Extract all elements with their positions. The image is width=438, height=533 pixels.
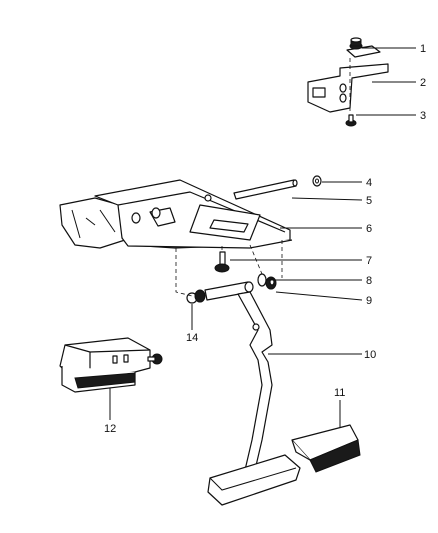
- part-11-pedal-pad: [291, 424, 361, 473]
- callout-4: 4: [366, 177, 372, 189]
- callout-2: 2: [420, 77, 426, 89]
- callout-8: 8: [366, 275, 372, 287]
- part-14-bushing: [186, 289, 206, 304]
- callout-14: 14: [186, 332, 198, 344]
- callout-9: 9: [366, 295, 372, 307]
- callout-5: 5: [366, 195, 372, 207]
- part-1-nut: [346, 37, 381, 58]
- part-4-clip: [312, 175, 322, 187]
- callout-7: 7: [366, 255, 372, 267]
- part-3-screw: [345, 114, 357, 127]
- part-2-bracket: [307, 58, 389, 113]
- callout-6: 6: [366, 223, 372, 235]
- callout-1: 1: [420, 43, 426, 55]
- part-12-switch-module: [59, 337, 163, 393]
- part-8-washer: [257, 273, 267, 287]
- part-5-pivot-rod: [233, 179, 298, 200]
- part-10-brake-pedal: [204, 281, 301, 506]
- part-9-bushing: [265, 276, 277, 290]
- callout-12: 12: [104, 423, 116, 435]
- callout-11: 11: [334, 387, 345, 399]
- callout-10: 10: [364, 349, 376, 361]
- callout-3: 3: [420, 110, 426, 122]
- callout-labels: 1 2 3 4 5 6 7 8 9 10 11 12 14: [104, 43, 426, 435]
- leader-lines: [109, 47, 416, 428]
- part-7-bolt: [214, 251, 230, 273]
